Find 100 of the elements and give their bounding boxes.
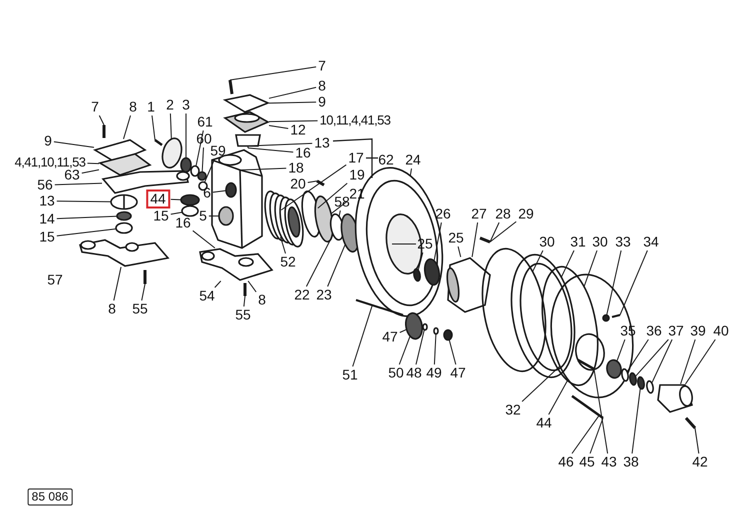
callout-number: 45	[578, 454, 596, 470]
leader-line	[280, 236, 286, 254]
callout-number: 44	[146, 190, 170, 208]
leader-line	[572, 414, 600, 454]
callout-number: 4,41,10,11,53	[14, 154, 86, 170]
leader-line	[410, 168, 412, 176]
leader-line	[590, 418, 604, 454]
callout-number: 29	[517, 206, 535, 222]
leader-line	[626, 339, 649, 372]
leader-line	[123, 115, 131, 140]
ring	[116, 211, 132, 221]
bolt	[144, 270, 146, 284]
callout-number: 61	[196, 114, 214, 130]
washer	[646, 380, 654, 394]
housing	[446, 257, 491, 313]
callout-number: 39	[689, 324, 707, 338]
callout-number: 8	[128, 100, 138, 114]
leader-line	[280, 164, 347, 210]
callout-number: 50	[387, 366, 405, 380]
callout-number: 15	[38, 230, 56, 244]
nut	[443, 329, 453, 341]
lever-arm	[102, 170, 190, 194]
ring	[180, 194, 200, 206]
leader-line	[532, 250, 544, 272]
lever-arm	[79, 239, 170, 267]
ring	[197, 171, 207, 181]
callout-number: 1	[146, 100, 156, 114]
callout-number: 20	[289, 176, 307, 192]
callout-number: 34	[642, 234, 660, 250]
leader-line	[248, 148, 294, 153]
callout-number: 3	[181, 98, 191, 112]
bolt	[571, 394, 604, 420]
leader-line	[694, 428, 700, 454]
leader-line	[56, 200, 112, 202]
bushing	[115, 222, 133, 234]
leader-line	[620, 250, 648, 316]
bolt	[102, 125, 106, 138]
callout-number: 17	[347, 150, 365, 166]
callout-number: 8	[107, 302, 117, 316]
callout-number: 14	[38, 212, 56, 226]
leader-line	[248, 280, 257, 292]
bolt	[244, 283, 246, 296]
leader-line	[81, 169, 100, 174]
spring-pack	[264, 190, 304, 248]
ring	[542, 266, 598, 386]
leader-line	[243, 296, 246, 307]
callout-number: 47	[381, 330, 399, 344]
callout-number: 7	[317, 58, 327, 74]
hub	[657, 384, 694, 413]
pin	[479, 236, 491, 244]
leader-line	[170, 198, 182, 200]
bushing	[110, 194, 138, 210]
leader-line	[98, 115, 104, 126]
disc	[162, 138, 182, 168]
leader-line	[54, 182, 102, 186]
leader-line	[152, 115, 156, 140]
leader-line	[434, 334, 436, 365]
callout-number: 28	[494, 206, 512, 222]
callout-number: 15	[152, 208, 170, 224]
leader-line	[490, 222, 500, 242]
callout-number: 12	[289, 122, 307, 138]
callout-number: 38	[622, 454, 640, 470]
leader-line	[418, 252, 424, 271]
callout-number: 62	[377, 152, 395, 168]
callout-number: 47	[449, 366, 467, 380]
pin	[154, 138, 163, 146]
callout-number: 33	[614, 234, 632, 250]
callout-number: 59	[209, 144, 227, 158]
callout-number: 23	[315, 288, 333, 302]
shaft	[356, 299, 404, 316]
callout-number: 16	[174, 216, 192, 230]
gear	[424, 258, 440, 286]
callout-number: 54	[198, 288, 216, 304]
callout-number: 13	[313, 136, 331, 150]
leader-line	[327, 244, 346, 287]
drawing-number: 85 086	[28, 488, 72, 506]
boss	[218, 206, 234, 226]
callout-number: 9	[317, 94, 327, 110]
callout-number: 32	[504, 402, 522, 418]
leader-line	[170, 212, 183, 215]
pin	[577, 358, 595, 370]
leader-line	[268, 86, 317, 99]
leader-line	[240, 168, 287, 170]
leader-line	[202, 147, 204, 172]
flange	[223, 111, 270, 133]
leader-line	[352, 304, 373, 367]
leader-line	[248, 142, 313, 146]
leader-line	[594, 368, 608, 454]
leader-line	[458, 246, 462, 258]
leader-line	[584, 250, 598, 288]
callout-number: 7	[90, 100, 100, 114]
callout-number: 44	[535, 416, 553, 430]
leader-line	[307, 180, 318, 183]
plug	[225, 182, 237, 198]
callout-number: 49	[425, 366, 443, 380]
callout-number: 57	[46, 272, 64, 288]
leader-line	[398, 336, 411, 365]
leader-line	[56, 228, 117, 236]
leader-line	[490, 221, 517, 242]
leader-line	[399, 328, 408, 333]
